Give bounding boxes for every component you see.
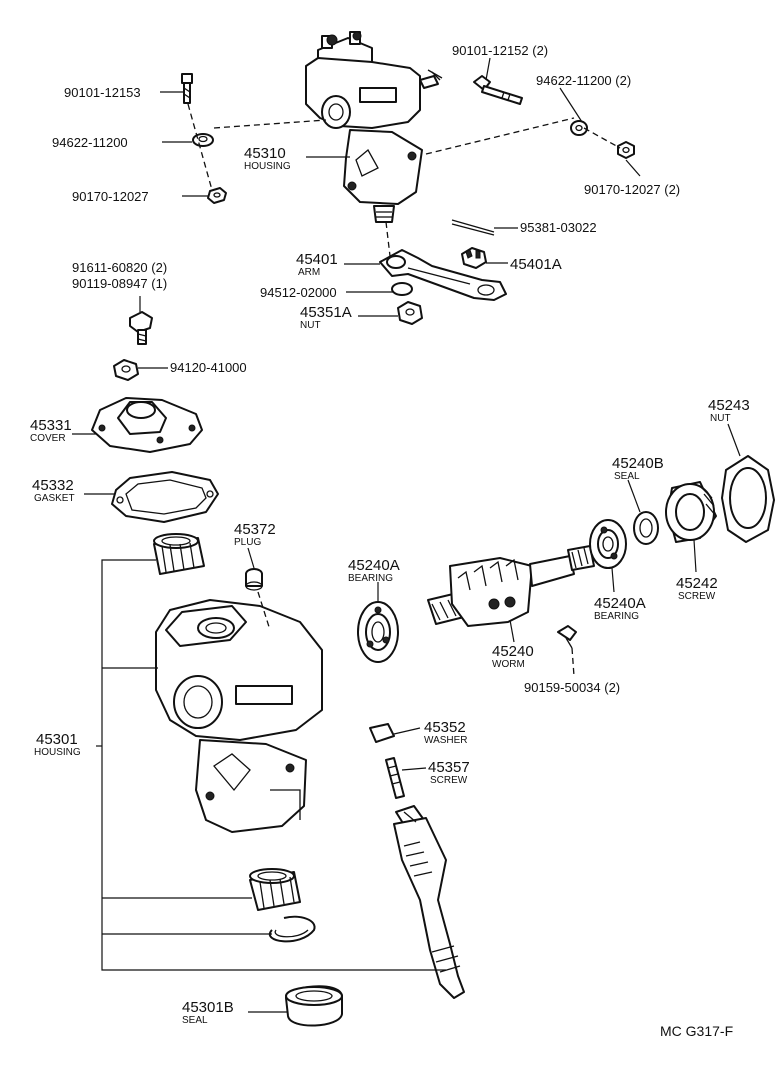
label-p17-desc: GASKET <box>34 493 75 504</box>
label-p9-desc: ARM <box>298 267 320 278</box>
label-p4-num: 45310 <box>244 145 286 162</box>
label-p17-num: 45332 <box>32 477 74 494</box>
left-bolt-stack-drawing <box>181 73 227 204</box>
label-p29-num: 45301B <box>182 999 234 1016</box>
label-p26-desc: HOUSING <box>34 747 81 758</box>
label-p28-num: 45357 <box>428 759 470 776</box>
side-cover-drawing <box>91 397 203 453</box>
diagram-code: MC G317-F <box>660 1023 733 1039</box>
label-p5-num: 90101-12152 (2) <box>452 43 548 58</box>
castle-nut-drawing <box>461 247 487 269</box>
snap-ring-drawing <box>268 915 316 943</box>
label-p11-num: 94512-02000 <box>260 285 337 300</box>
worm-shaft-drawing <box>427 545 595 627</box>
label-p12-desc: NUT <box>300 320 321 331</box>
label-p18-num: 45372 <box>234 521 276 538</box>
label-p24-num: 45240 <box>492 643 534 660</box>
label-p24-desc: WORM <box>492 659 525 670</box>
label-p21-num: 45243 <box>708 397 750 414</box>
label-p8-num: 95381-03022 <box>520 220 597 235</box>
main-housing-drawing <box>155 599 323 833</box>
housing-seal-drawing <box>285 985 343 1027</box>
label-p27-desc: WASHER <box>424 735 468 746</box>
cover-bolt-drawing <box>129 311 153 345</box>
label-p12-num: 45351A <box>300 304 352 321</box>
cover-nut-drawing <box>113 359 139 381</box>
plug-drawing <box>245 568 263 591</box>
label-p14-num: 90119-08947 (1) <box>72 276 167 291</box>
label-p6-num: 94622-11200 (2) <box>536 73 631 88</box>
label-p25-num: 90159-50034 (2) <box>524 680 620 695</box>
worm-screw-drawing <box>557 625 577 649</box>
cotter-pin-drawing <box>451 219 495 236</box>
lock-nut-drawing <box>721 455 775 543</box>
label-p26-num: 45301 <box>36 731 78 748</box>
label-p29-desc: SEAL <box>182 1015 208 1026</box>
label-p19-desc: BEARING <box>348 573 393 584</box>
label-p23-desc: BEARING <box>594 611 639 622</box>
label-p16-num: 45331 <box>30 417 72 434</box>
label-p3-num: 90170-12027 <box>72 189 149 204</box>
sector-shaft-drawing <box>393 805 465 999</box>
label-p18-desc: PLUG <box>234 537 261 548</box>
lower-bushing-drawing <box>249 868 301 911</box>
label-p23-num: 45240A <box>594 595 646 612</box>
label-p28-desc: SCREW <box>430 775 468 786</box>
label-p21-desc: NUT <box>710 413 731 424</box>
leader-lines <box>72 57 741 1013</box>
label-p1-num: 90101-12153 <box>64 85 141 100</box>
label-p22-desc: SCREW <box>678 591 716 602</box>
adjust-screw-drawing <box>385 757 405 799</box>
lock-washer-drawing <box>391 282 413 296</box>
housing-assembly-drawing <box>305 31 443 223</box>
label-p27-num: 45352 <box>424 719 466 736</box>
left-bearing-drawing <box>357 601 399 663</box>
upper-bushing-drawing <box>153 533 205 575</box>
label-p20-num: 45240B <box>612 455 664 472</box>
label-p20-desc: SEAL <box>614 471 640 482</box>
label-p7-num: 90170-12027 (2) <box>584 182 680 197</box>
label-p10-num: 45401A <box>510 256 562 273</box>
label-p15-num: 94120-41000 <box>170 360 247 375</box>
sector-washer-drawing <box>369 723 395 743</box>
label-p19-num: 45240A <box>348 557 400 574</box>
adjusting-screw-drawing <box>665 481 717 543</box>
label-p22-num: 45242 <box>676 575 718 592</box>
label-p2-num: 94622-11200 <box>52 135 128 150</box>
label-p4-desc: HOUSING <box>244 161 291 172</box>
arm-nut-drawing <box>397 301 423 325</box>
worm-seal-drawing <box>633 511 659 545</box>
gasket-drawing <box>111 471 219 523</box>
right-bolt-stack-drawing <box>473 75 635 159</box>
label-p13-num: 91611-60820 (2) <box>72 260 167 275</box>
part-labels: 90101-12153 94622-11200 90170-12027 4531… <box>30 43 750 1039</box>
label-p9-num: 45401 <box>296 251 338 268</box>
pitman-arm-drawing <box>379 249 507 301</box>
label-p16-desc: COVER <box>30 433 66 444</box>
right-bearing-drawing <box>589 519 627 569</box>
